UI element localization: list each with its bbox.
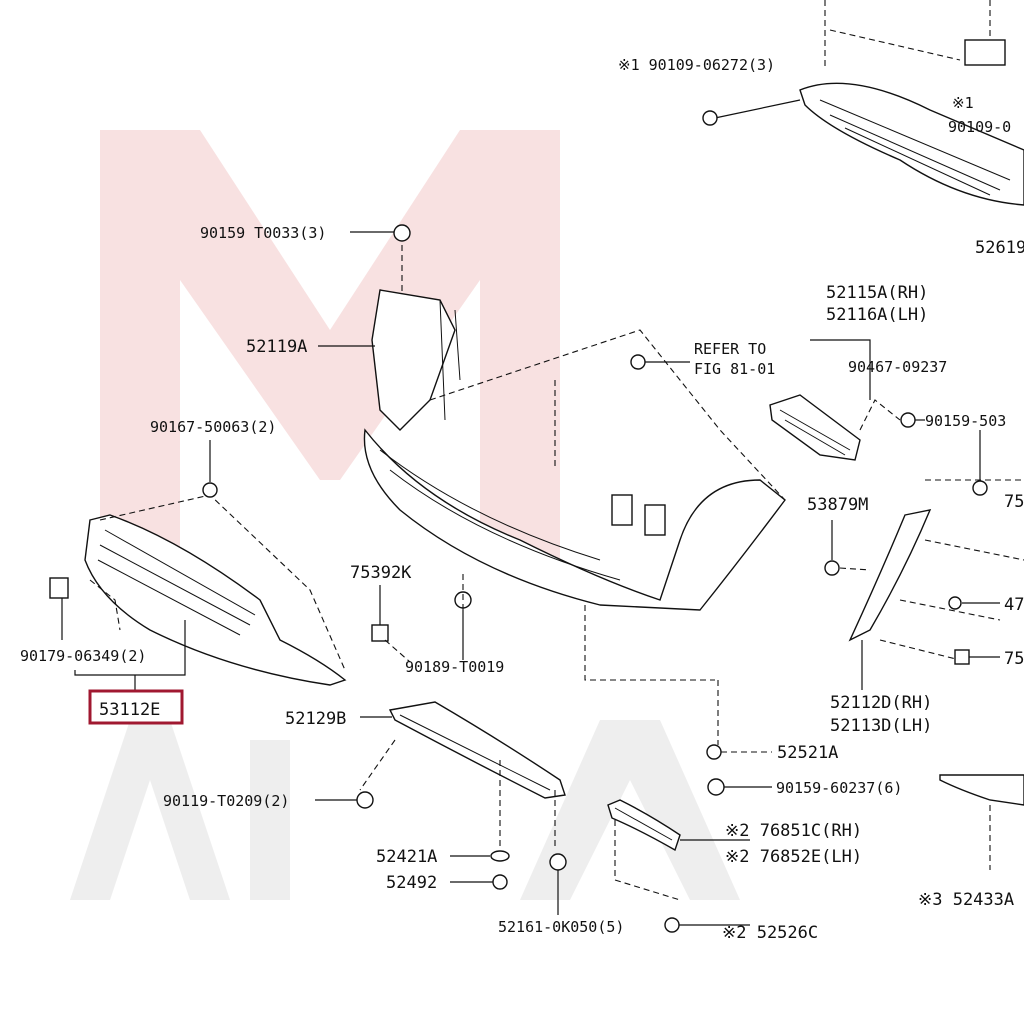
label-76852e: ※2 76852E(LH) bbox=[725, 847, 862, 867]
label-90159-503: 90159-503 bbox=[925, 412, 1006, 430]
label-75-top: 75 bbox=[1004, 492, 1024, 512]
label-90159-60237: 90159-60237(6) bbox=[776, 779, 902, 797]
label-52492: 52492 bbox=[386, 873, 437, 893]
label-90109-06272: ※1 90109-06272(3) bbox=[618, 56, 775, 74]
retainer-52112d-part bbox=[824, 479, 1024, 690]
label-47: 47 bbox=[1004, 595, 1024, 615]
label-52115a: 52115A(RH) bbox=[826, 283, 928, 303]
clip-75392k-part bbox=[371, 570, 472, 663]
label-90179: 90179-06349(2) bbox=[20, 647, 146, 665]
lower-grille-53112e-part bbox=[49, 440, 347, 692]
label-fig-ref: FIG 81-01 bbox=[694, 360, 775, 378]
label-90159-t0033: 90159 T0033(3) bbox=[200, 224, 326, 242]
label-75392k: 75392K bbox=[350, 563, 412, 583]
cover-52129b-part bbox=[315, 701, 566, 850]
label-52161: 52161-0K050(5) bbox=[498, 918, 624, 936]
front-bumper-part bbox=[363, 329, 786, 681]
watermark-logo bbox=[70, 130, 740, 900]
label-53112e: 53112E bbox=[99, 700, 160, 720]
upper-grille-part bbox=[702, 0, 1024, 206]
label-mark-1: ※1 bbox=[952, 94, 974, 112]
label-90189: 90189-T0019 bbox=[405, 658, 504, 676]
label-90119: 90119-T0209(2) bbox=[163, 792, 289, 810]
side-grille-part bbox=[769, 339, 988, 496]
label-52526c: ※2 52526C bbox=[722, 923, 818, 943]
fasteners-right-part bbox=[706, 680, 772, 796]
bracket-52433a-part bbox=[939, 774, 1024, 870]
label-53879m: 53879M bbox=[807, 495, 868, 515]
highlighted-part-53112e[interactable]: 53112E bbox=[88, 689, 184, 725]
label-90467: 90467-09237 bbox=[848, 358, 947, 376]
label-76851c: ※2 76851C(RH) bbox=[725, 821, 862, 841]
label-52421a: 52421A bbox=[376, 847, 437, 867]
label-52116a: 52116A(LH) bbox=[826, 305, 928, 325]
label-52129b: 52129B bbox=[285, 709, 346, 729]
label-52521a: 52521A bbox=[777, 743, 838, 763]
label-90109-top: 90109-0 bbox=[948, 118, 1011, 136]
label-52112d: 52112D(RH) bbox=[830, 693, 932, 713]
bracket-52119a-part bbox=[318, 224, 461, 431]
label-52119a: 52119A bbox=[246, 337, 307, 357]
label-75-mid: 75 bbox=[1004, 649, 1024, 669]
label-refer-to: REFER TO bbox=[694, 340, 766, 358]
label-52619: 52619 bbox=[975, 238, 1024, 258]
bracket-76851c-part bbox=[607, 799, 750, 933]
label-90167: 90167-50063(2) bbox=[150, 418, 276, 436]
fasteners-bottom-part bbox=[450, 790, 567, 915]
label-52113d: 52113D(LH) bbox=[830, 716, 932, 736]
label-52433a: ※3 52433A bbox=[918, 890, 1014, 910]
part-labels: ※1 90109-06272(3) ※1 90109-0 52619 90159… bbox=[20, 56, 1024, 943]
